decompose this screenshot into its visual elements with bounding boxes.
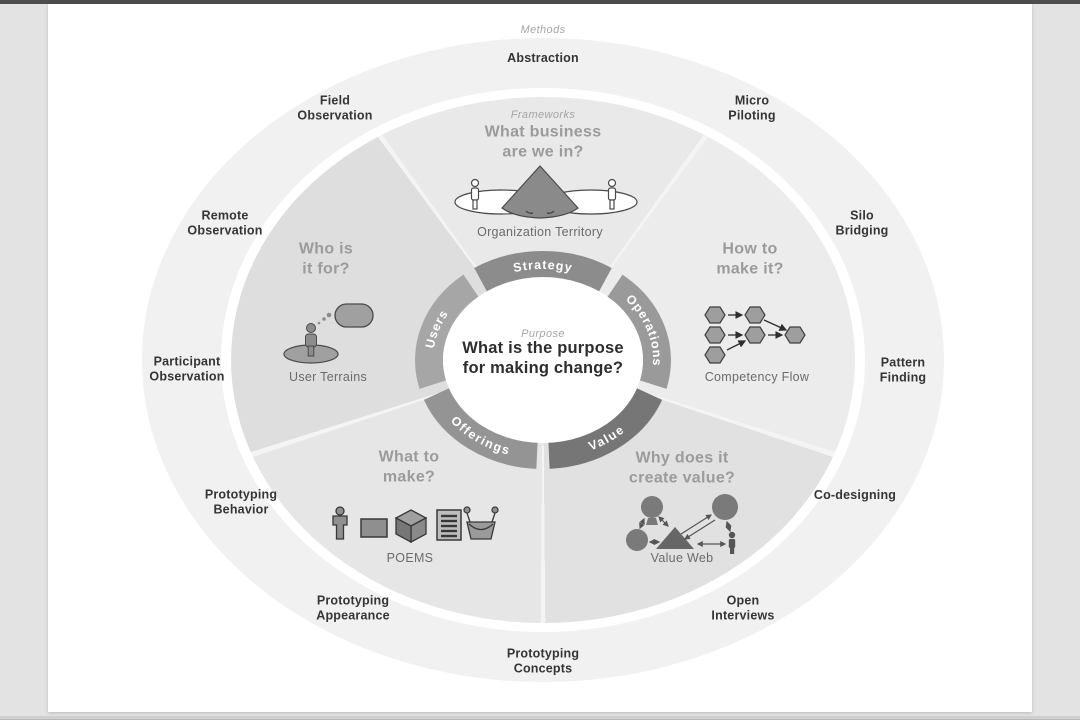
ring-segment-users	[415, 274, 480, 389]
method-label-co-designing: Co-designing	[813, 487, 897, 502]
user-terrains-icon	[283, 303, 374, 364]
center-circle	[443, 277, 643, 443]
ring-label-strategy: Strategy	[512, 258, 574, 275]
person-left-icon	[470, 178, 480, 210]
method-label-abstraction: Abstraction	[507, 50, 579, 65]
environment-cube-icon	[394, 509, 428, 544]
person-node-icon	[728, 531, 736, 554]
people-icon	[332, 506, 348, 540]
question-how-to-make: How to make it?	[716, 240, 784, 278]
competency-flow-icon	[704, 306, 806, 364]
frameworks-ring-title: Frameworks	[510, 108, 576, 121]
purpose-question: What is the purpose for making change?	[462, 339, 624, 377]
ring-segment-strategy	[474, 251, 612, 293]
question-what-to-make: What to make?	[378, 448, 440, 486]
organization-territory-icon	[454, 165, 638, 219]
methods-ring-title: Methods	[520, 23, 566, 36]
caption-value-web: Value Web	[650, 550, 714, 565]
object-icon	[360, 518, 388, 538]
purpose-eyebrow: Purpose	[521, 327, 565, 340]
thought-bubble-icon	[334, 303, 374, 328]
value-web-icon	[626, 494, 738, 554]
caption-competency-flow: Competency Flow	[704, 369, 810, 384]
window-top-bar	[0, 0, 1080, 4]
service-basket-icon	[463, 506, 499, 540]
question-what-business: What business are we in?	[484, 123, 602, 161]
caption-poems: POEMS	[386, 550, 434, 565]
ring-segment-operations	[606, 274, 671, 389]
question-who-for: Who is it for?	[298, 240, 354, 278]
caption-user-terrains: User Terrains	[289, 369, 367, 384]
poems-icons	[332, 506, 499, 544]
inner-ring: Strategy Operations Value Offerings User…	[415, 251, 671, 469]
diagram-canvas: Strategy Operations Value Offerings User…	[48, 4, 1032, 712]
question-why-value: Why does it create value?	[628, 449, 736, 487]
ring-segment-value	[548, 387, 663, 469]
ring-segment-offerings	[423, 387, 538, 469]
caption-organization-territory: Organization Territory	[477, 224, 603, 239]
person-right-icon	[607, 178, 617, 210]
window-bottom-bar	[0, 716, 1080, 720]
message-document-icon	[436, 509, 462, 541]
